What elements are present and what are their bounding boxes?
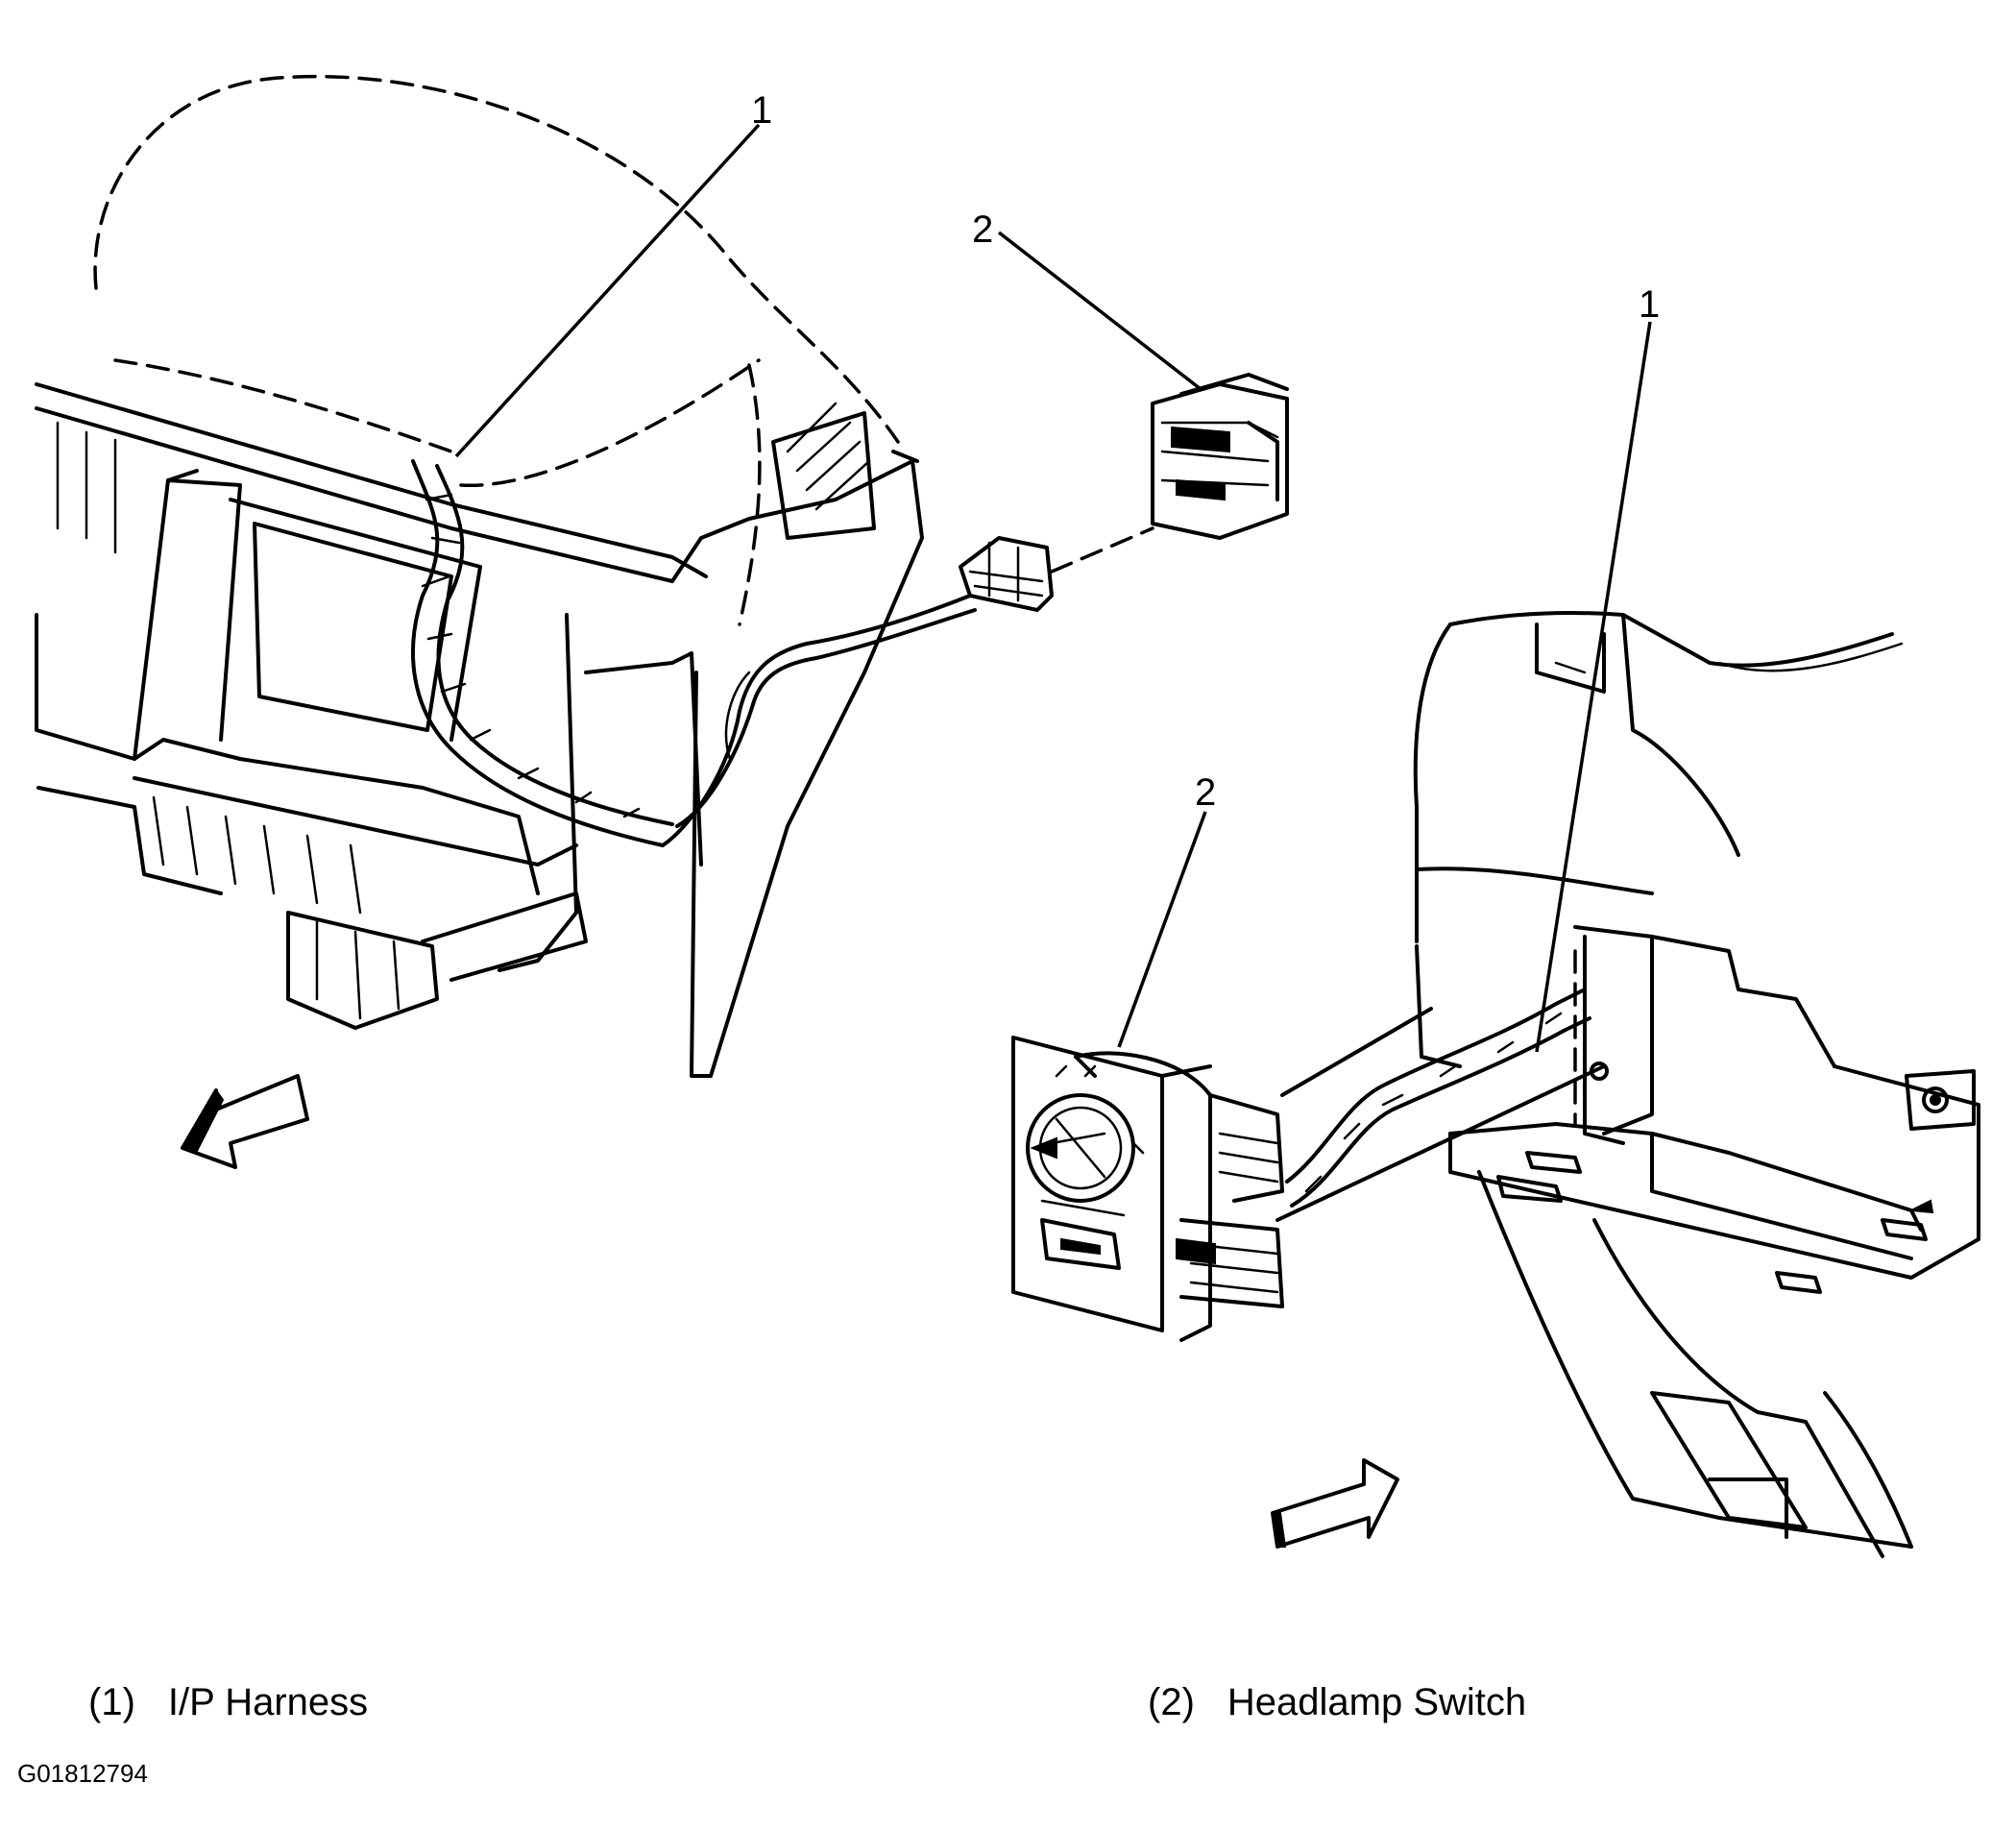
callout-2-bottom: 2 <box>1195 771 1216 814</box>
callout-1-left: 1 <box>751 89 772 132</box>
legend-number: (1) <box>88 1681 135 1723</box>
callout-2-top: 2 <box>972 208 993 251</box>
dashboard-right-view <box>1413 611 1980 1558</box>
instrument-panel-left-view <box>35 74 977 1078</box>
figure-id: G01812794 <box>17 1759 148 1788</box>
legend-number: (2) <box>1148 1681 1195 1723</box>
callouts-left-view: 1 2 <box>454 89 1202 458</box>
headlamp-switch-top <box>959 373 1289 612</box>
legend-label: I/P Harness <box>167 1681 369 1723</box>
legend-item-headlamp-switch: (2) Headlamp Switch <box>1148 1679 1526 1725</box>
callouts-right-view: 1 2 <box>1117 283 1660 1053</box>
harness-right-view <box>1275 988 1609 1222</box>
legend-item-ip-harness: (1) I/P Harness <box>88 1679 368 1725</box>
headlamp-switch-bottom <box>1011 1036 1284 1342</box>
legend-label: Headlamp Switch <box>1227 1681 1527 1723</box>
direction-arrow-right-view <box>1271 1458 1399 1549</box>
callout-1-right: 1 <box>1639 283 1660 326</box>
direction-arrow-left-view <box>181 1074 309 1169</box>
